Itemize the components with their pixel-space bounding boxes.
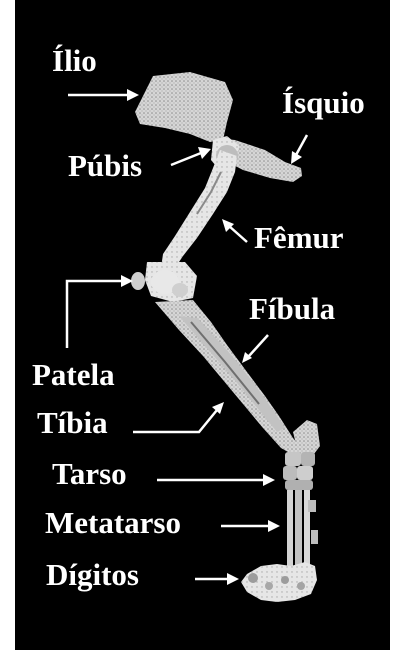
label-digitos: Dígitos — [46, 559, 139, 590]
ilium-bone — [135, 72, 233, 142]
label-tibia: Tíbia — [37, 407, 108, 438]
patella-bone — [131, 272, 145, 290]
arrow-metatarso — [221, 520, 280, 532]
label-femur: Fêmur — [254, 222, 344, 253]
arrow-fibula — [242, 335, 268, 363]
knee — [131, 262, 197, 302]
arrow-isquio — [291, 135, 307, 164]
label-patela: Patela — [32, 359, 115, 390]
arrow-patela — [67, 275, 133, 348]
label-fibula: Fíbula — [249, 293, 335, 324]
tarsus — [283, 420, 320, 490]
arrow-tibia — [133, 402, 224, 432]
label-metatarso: Metatarso — [45, 507, 181, 538]
fibula-bone — [179, 316, 285, 432]
label-isquio: Ísquio — [282, 87, 365, 118]
digits — [241, 562, 317, 602]
metatarsus — [287, 490, 318, 570]
arrow-tarso — [157, 474, 275, 486]
arrow-ilio — [68, 89, 139, 101]
arrow-digitos — [195, 573, 239, 585]
femur — [161, 150, 237, 268]
arrow-pubis — [171, 147, 211, 165]
label-pubis: Púbis — [68, 150, 142, 181]
label-ilio: Ílio — [52, 45, 97, 76]
label-tarso: Tarso — [52, 458, 127, 489]
arrow-femur — [222, 219, 247, 242]
